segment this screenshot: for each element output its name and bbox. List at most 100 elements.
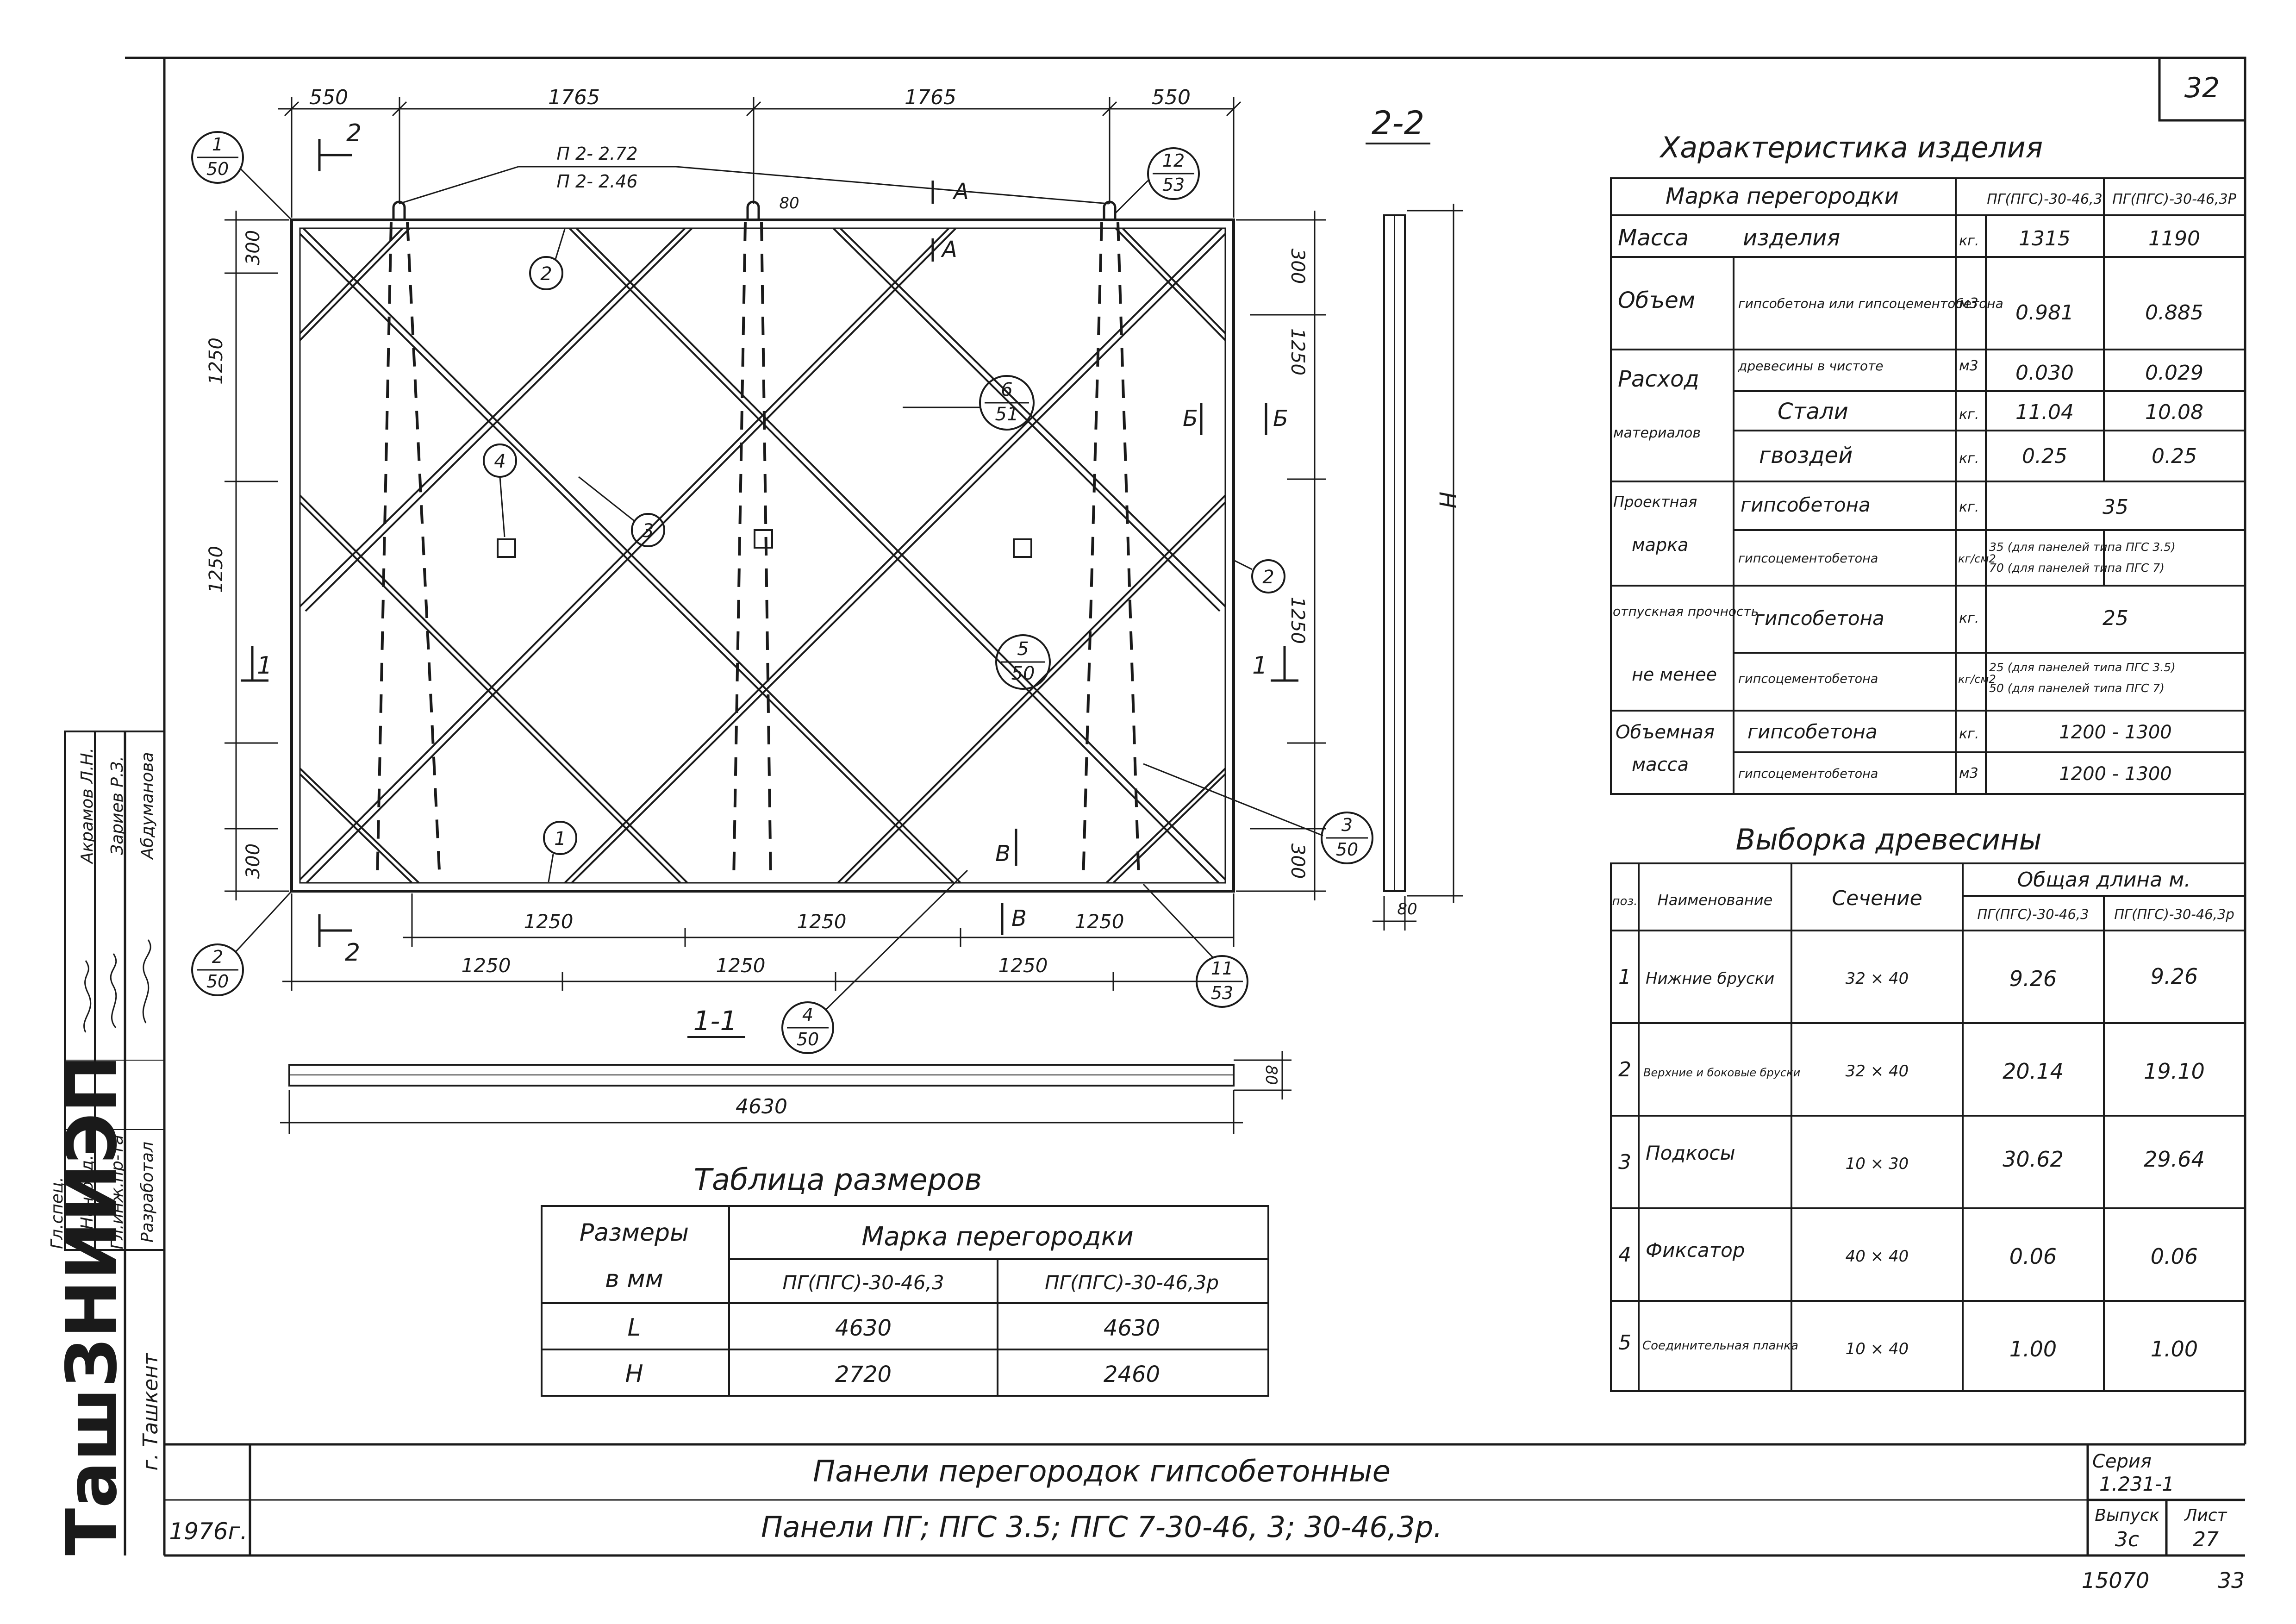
char-row-steel-item: Стали	[1778, 399, 1848, 425]
char-row-density2-item: гипсоцементобетона	[1738, 767, 1878, 781]
callout-2-50: 2 50	[191, 890, 293, 996]
wood-row-1-v2: 9.26	[2151, 964, 2198, 989]
cut-v-bottom: В	[1011, 906, 1027, 931]
role-4: Гл.спец.	[48, 1177, 67, 1249]
char-row-wood-v1: 0.030	[2015, 361, 2074, 385]
char-row-volume-unit: м3	[1959, 295, 1978, 312]
char-row-design2-unit: кг/см2	[1958, 552, 1996, 565]
position-mark-3-text: 3	[642, 520, 654, 542]
section-1-1	[280, 1051, 1292, 1134]
wood-row-1-sec: 32 × 40	[1846, 969, 1909, 988]
wood-row-2: 2 Верхние и боковые бруски 32 × 40 20.14…	[1618, 1058, 2205, 1084]
bottom-upper-dim-1: 1250	[524, 910, 574, 933]
top-dim-2: 1765	[548, 86, 600, 109]
bottom-lower-dim-1: 1250	[462, 954, 511, 977]
section-2-2	[1373, 204, 1463, 931]
callout-6-51-den: 51	[995, 404, 1019, 425]
cut-a-top: А	[952, 179, 969, 205]
top-dimension-chain	[278, 97, 1242, 218]
char-row-release-group: отпускная прочность	[1613, 604, 1759, 619]
issue-value: 3с	[2115, 1528, 2139, 1551]
char-row-density2-unit: м3	[1959, 765, 1978, 781]
wood-header-length: Общая длина м.	[2017, 868, 2191, 892]
char-row-release2-item: гипсоцементобетона	[1738, 672, 1878, 686]
char-row-release2-v1: 25 (для панелей типа ПГС 3.5)	[1989, 661, 2176, 674]
char-row-density-group: Объемная	[1616, 722, 1715, 743]
char-row-release2-group: не менее	[1632, 664, 1717, 685]
callout-3-50-num: 3	[1341, 815, 1353, 835]
section-2-top: 2	[346, 119, 362, 147]
char-row-steel-v2: 10.08	[2145, 400, 2203, 424]
page-number: 32	[2184, 72, 2220, 104]
char-row-density2-v1: 1200 - 1300	[2059, 763, 2171, 785]
char-row-design2-item: гипсоцементобетона	[1738, 551, 1878, 566]
char-header-mark: Марка перегородки	[1666, 183, 1899, 209]
section-1-1-label: 1-1	[693, 1005, 737, 1037]
wood-header-col1: ПГ(ПГС)-30-46,3	[1977, 906, 2089, 922]
char-row-release-v1: 25	[2103, 606, 2128, 630]
position-mark-2-right-text: 2	[1262, 567, 1274, 588]
char-row-density-unit: кг.	[1959, 726, 1979, 742]
char-row-steel-unit: кг.	[1959, 406, 1979, 423]
sizes-title: Таблица размеров	[694, 1163, 982, 1197]
position-mark-2-top-text: 2	[540, 263, 552, 285]
char-row-density2-group: масса	[1632, 754, 1689, 775]
char-header-col2: ПГ(ПГС)-30-46,3Р	[2112, 191, 2237, 207]
wood-row-3-pos: 3	[1618, 1150, 1631, 1174]
position-mark-4: 4	[483, 443, 517, 537]
callout-6-51-num: 6	[1001, 379, 1012, 400]
wood-row-1-name: Нижние бруски	[1646, 969, 1774, 988]
section-1-1-thickness: 80	[1262, 1065, 1280, 1085]
wood-row-4-name: Фиксатор	[1646, 1239, 1745, 1262]
char-row-volume-v2: 0.885	[2145, 301, 2203, 325]
char-row-release2-v2: 50 (для панелей типа ПГС 7)	[1989, 681, 2165, 695]
left-dim-300-bottom: 300	[243, 843, 264, 879]
wood-row-3-v2: 29.64	[2144, 1147, 2205, 1172]
callout-5-50: 5 50	[995, 634, 1051, 690]
footer-page: 33	[2218, 1568, 2245, 1593]
signatures	[83, 939, 151, 1033]
org-city: г. Ташкент	[139, 1353, 162, 1471]
right-dim-1250-b: 1250	[1287, 597, 1308, 644]
sizes-row-h-v1: 2720	[835, 1362, 892, 1387]
bottom-lower-dim-2: 1250	[716, 954, 766, 977]
right-dimension-chain	[1236, 211, 1326, 900]
wood-row-4-v2: 0.06	[2151, 1244, 2198, 1269]
section-2-bottom: 2	[345, 939, 360, 967]
cut-v-top: В	[995, 841, 1011, 867]
wood-header-name: Наименование	[1658, 891, 1773, 909]
right-dim-300-bottom: 300	[1287, 843, 1308, 879]
callout-1-50: 1 50	[191, 131, 293, 221]
characteristics-grid	[1610, 177, 2246, 795]
left-dim-1250-a: 1250	[206, 337, 227, 385]
callout-5-50-den: 50	[1011, 663, 1035, 684]
char-row-density-item: гипсобетона	[1747, 720, 1878, 743]
top-dim-3: 1765	[905, 86, 956, 109]
callout-11-53: 11 53	[1142, 883, 1248, 1008]
callout-3-50-den: 50	[1336, 839, 1358, 860]
char-row-design2-v1: 35 (для панелей типа ПГС 3.5)	[1989, 540, 2176, 554]
wood-row-1: 1 Нижние бруски 32 × 40 9.26 9.26	[1618, 964, 2198, 991]
lifting-loops	[376, 200, 1140, 880]
wood-row-5-v1: 1.00	[2009, 1337, 2057, 1362]
cut-a-bottom: А	[941, 237, 957, 262]
section-2-2-thickness: 80	[1397, 900, 1417, 918]
wood-row-2-v2: 19.10	[2144, 1059, 2205, 1084]
wood-row-3-v1: 30.62	[2003, 1147, 2064, 1172]
char-row-release-unit: кг.	[1959, 610, 1979, 626]
callout-6-51: 6 51	[903, 375, 1035, 431]
char-row-mass-unit: кг.	[1959, 233, 1979, 249]
year: 1976г.	[169, 1518, 247, 1545]
char-row-release2-unit: кг/см2	[1958, 673, 1996, 686]
position-mark-4-text: 4	[494, 451, 505, 472]
char-row-design-item: гипсобетона	[1741, 493, 1871, 516]
title-line-2: Панели ПГ; ПГС 3.5; ПГС 7-30-46, 3; 30-4…	[761, 1510, 1442, 1544]
char-row-mass-v2: 1190	[2148, 227, 2200, 250]
char-row-steel-group: материалов	[1613, 425, 1701, 441]
role-3: Нач.отд.	[78, 1155, 97, 1229]
char-row-nails-unit: кг.	[1959, 450, 1979, 467]
char-row-wood-v2: 0.029	[2145, 361, 2203, 385]
wood-header-col2: ПГ(ПГС)-30-46,3р	[2114, 906, 2234, 922]
position-mark-2-top: 2	[529, 229, 566, 290]
